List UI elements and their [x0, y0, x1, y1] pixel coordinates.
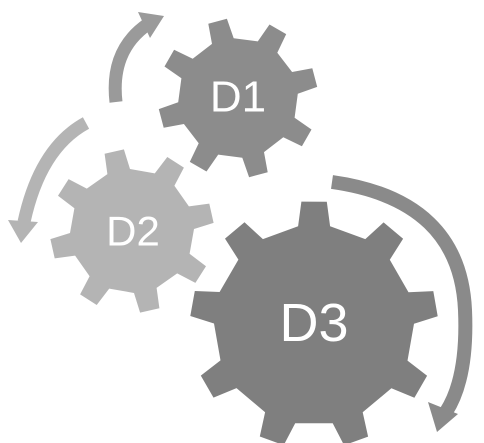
gear-d3-label: D3	[279, 293, 348, 353]
gear-d3-shape	[190, 201, 438, 443]
arrow-d3-rotation	[331, 175, 473, 432]
gear-d1: D1	[158, 18, 318, 178]
arrow-d2-arc	[17, 117, 90, 224]
arrow-d1-rotation	[108, 12, 164, 103]
arrow-d1-head	[138, 12, 164, 38]
arrow-d3-arc	[331, 175, 473, 416]
gear-d2: D2	[50, 149, 214, 313]
gear-d2-shape	[50, 149, 214, 313]
arrow-d2-rotation	[8, 117, 90, 243]
gear-d2-label: D2	[106, 208, 160, 255]
arrow-d2-head	[8, 220, 38, 243]
arrow-d3-head	[428, 402, 458, 432]
gear-d3: D3	[190, 201, 438, 443]
gear-d1-shape	[158, 18, 318, 178]
arrow-d1-arc	[108, 18, 152, 103]
gear-d1-label: D1	[210, 73, 266, 122]
